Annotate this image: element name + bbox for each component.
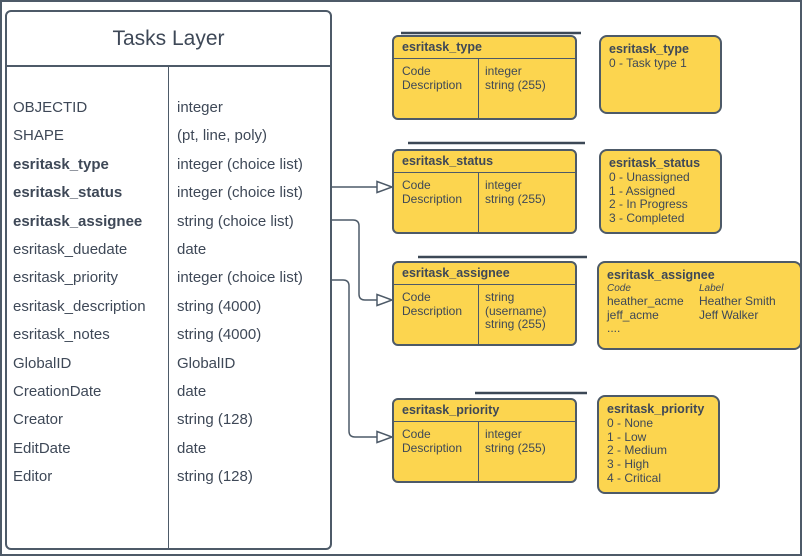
field-name: Editor bbox=[13, 468, 53, 486]
detail-field-types: string (username) string (255) bbox=[485, 290, 547, 331]
label-column-header: Label bbox=[699, 282, 724, 294]
assignee-label: Jeff Walker bbox=[699, 307, 759, 322]
field-name: esritask_status bbox=[13, 184, 123, 202]
detail-box-esritask-status: esritask_status Code Description integer… bbox=[392, 149, 577, 234]
detail-box-title: esritask_assignee bbox=[394, 263, 575, 285]
field-type: string (choice list) bbox=[177, 212, 294, 230]
field-name: esritask_assignee bbox=[13, 212, 143, 230]
domain-value: 2 - In Progress bbox=[609, 197, 688, 212]
domain-box-esritask-status: esritask_status 0 - Unassigned 1 - Assig… bbox=[599, 149, 722, 234]
detail-field-types: integer string (255) bbox=[485, 427, 546, 455]
field-name: esritask_priority bbox=[13, 269, 119, 287]
field-name: CreationDate bbox=[13, 382, 102, 400]
domain-box-esritask-priority: esritask_priority 0 - None 1 - Low 2 - M… bbox=[597, 395, 720, 494]
connector-priority bbox=[332, 279, 377, 438]
code-column-header: Code bbox=[607, 282, 631, 294]
domain-value: 1 - Low bbox=[607, 429, 647, 444]
arrowhead-assignee bbox=[376, 293, 395, 307]
field-name: EditDate bbox=[13, 439, 71, 457]
field-type: string (128) bbox=[177, 411, 253, 429]
field-name: SHAPE bbox=[13, 127, 64, 145]
field-type: GlobalID bbox=[177, 354, 236, 372]
field-type: integer bbox=[177, 99, 223, 116]
ellipsis: .... bbox=[607, 321, 621, 336]
detail-field-types: integer string (255) bbox=[485, 178, 546, 206]
arrowhead-priority bbox=[376, 430, 395, 444]
field-name: esritask_type bbox=[13, 155, 109, 173]
domain-box-esritask-type: esritask_type 0 - Task type 1 bbox=[599, 35, 722, 114]
detail-field-names: Code Description bbox=[394, 59, 479, 118]
field-name: GlobalID bbox=[13, 354, 72, 372]
field-type: string (128) bbox=[177, 468, 253, 486]
detail-box-esritask-assignee: esritask_assignee Code Description strin… bbox=[392, 261, 577, 346]
field-type: date bbox=[177, 382, 207, 400]
field-type: integer (choice list) bbox=[177, 184, 303, 202]
assignee-code: jeff_acme bbox=[607, 307, 659, 322]
field-name: esritask_duedate bbox=[13, 240, 128, 258]
field-name-column: OBJECTID SHAPE esritask_type esritask_st… bbox=[7, 67, 169, 548]
detail-box-title: esritask_status bbox=[394, 151, 575, 173]
domain-value: 2 - Medium bbox=[607, 443, 668, 458]
detail-box-title: esritask_priority bbox=[394, 400, 575, 422]
detail-field-names: Code Description bbox=[394, 285, 479, 344]
field-type: date bbox=[177, 439, 207, 457]
field-name: esritask_description bbox=[13, 297, 146, 315]
domain-box-esritask-assignee: esritask_assignee Code Label heather_acm… bbox=[597, 261, 800, 350]
field-name: esritask_notes bbox=[13, 326, 110, 344]
field-type: (pt, line, poly) bbox=[177, 127, 268, 145]
tasks-layer-title: Tasks Layer bbox=[7, 12, 330, 67]
assignee-code: heather_acme bbox=[607, 293, 684, 308]
field-type: integer (choice list) bbox=[177, 269, 303, 287]
field-type: string (4000) bbox=[177, 326, 262, 344]
assignee-label: Heather Smith bbox=[699, 293, 776, 308]
field-name: Creator bbox=[13, 411, 64, 429]
tasks-layer-body: OBJECTID SHAPE esritask_type esritask_st… bbox=[7, 67, 330, 548]
tasks-layer-table: Tasks Layer OBJECTID SHAPE esritask_type… bbox=[5, 10, 332, 550]
detail-box-esritask-type: esritask_type Code Description integer s… bbox=[392, 35, 577, 120]
arrowhead-status bbox=[376, 180, 395, 194]
detail-box-title: esritask_type bbox=[394, 37, 575, 59]
field-type: string (4000) bbox=[177, 297, 262, 315]
domain-value: 0 - None bbox=[607, 415, 654, 430]
connector-assignee bbox=[332, 219, 377, 301]
detail-field-names: Code Description bbox=[394, 173, 479, 232]
field-name: OBJECTID bbox=[13, 99, 88, 116]
domain-value: 0 - Unassigned bbox=[609, 169, 690, 184]
domain-value: 3 - Completed bbox=[609, 211, 685, 226]
field-type: date bbox=[177, 240, 207, 258]
domain-value: 3 - High bbox=[607, 457, 650, 472]
domain-value: 1 - Assigned bbox=[609, 183, 676, 198]
detail-field-names: Code Description bbox=[394, 422, 479, 481]
domain-value: 4 - Critical bbox=[607, 470, 662, 485]
domain-value: 0 - Task type 1 bbox=[609, 55, 687, 70]
detail-box-esritask-priority: esritask_priority Code Description integ… bbox=[392, 398, 577, 483]
detail-field-types: integer string (255) bbox=[485, 64, 546, 92]
field-type: integer (choice list) bbox=[177, 155, 303, 173]
field-type-column: integer (pt, line, poly) integer (choice… bbox=[169, 67, 330, 548]
